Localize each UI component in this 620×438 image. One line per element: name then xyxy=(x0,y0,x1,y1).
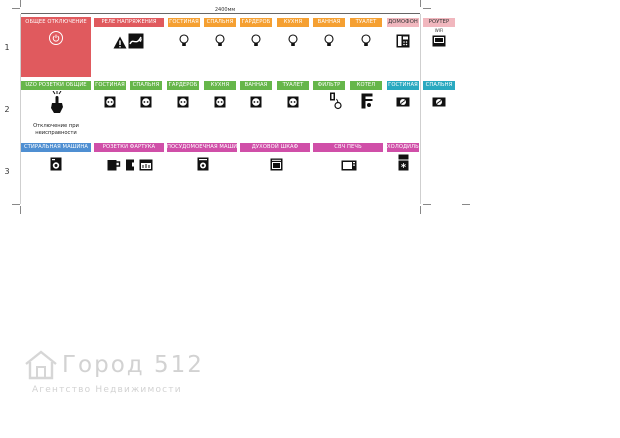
light-bulb-icon xyxy=(248,33,264,49)
intercom-icon xyxy=(395,33,411,49)
router-icon xyxy=(431,33,447,49)
power-socket-icon xyxy=(285,94,301,110)
kettle-icon xyxy=(106,157,122,173)
crop-mark xyxy=(423,8,431,9)
light-bulb-icon xyxy=(321,33,337,49)
microwave-icon xyxy=(341,157,357,173)
crop-mark xyxy=(420,0,421,7)
boiler-icon xyxy=(359,93,375,109)
light-bulb-icon xyxy=(212,33,228,49)
crop-mark xyxy=(423,204,431,205)
dimension-label: 2400мм xyxy=(205,7,245,13)
intercom-label: ДОМОФОН xyxy=(387,18,419,27)
light-bulb-icon xyxy=(176,33,192,49)
panel-frame-right xyxy=(420,14,421,204)
socket-label-bathroom: ВАННАЯ xyxy=(240,81,272,90)
crop-mark xyxy=(12,8,20,9)
light-label-living: ГОСТИНАЯ xyxy=(168,18,200,27)
power-socket-icon xyxy=(102,94,118,110)
oven-icon xyxy=(268,156,284,172)
light-label-bedroom: СПАЛЬНЯ xyxy=(204,18,236,27)
light-bulb-icon xyxy=(285,33,301,49)
dimension-line xyxy=(21,13,420,14)
microwave-label: СВЧ ПЕЧЬ xyxy=(313,143,383,152)
light-label-wardrobe: ГАРДЕРОБ xyxy=(240,18,272,27)
row-number-2: 2 xyxy=(4,105,10,114)
air-conditioner-icon xyxy=(431,94,447,110)
crop-mark xyxy=(12,204,20,205)
fridge-label: ХОЛОДИЛЬНИК xyxy=(387,143,419,152)
crop-mark xyxy=(462,204,470,205)
air-conditioner-icon xyxy=(395,94,411,110)
climate-label-living: ГОСТИНАЯ xyxy=(387,81,419,90)
washer-label: СТИРАЛЬНАЯ МАШИНА xyxy=(21,143,91,152)
socket-label-wardrobe: ГАРДЕРОБ xyxy=(167,81,199,90)
panel-frame-left xyxy=(20,14,21,204)
climate-label-bedroom: СПАЛЬНЯ xyxy=(423,81,455,90)
fridge-icon xyxy=(395,154,411,170)
oven-label: ДУХОВОЙ ШКАФ xyxy=(240,143,310,152)
relay-label: РЕЛЕ НАПРЯЖЕНИЯ xyxy=(94,18,164,27)
power-socket-icon xyxy=(175,94,191,110)
voltage-relay-icon xyxy=(128,33,144,49)
note-fault-shutdown: Отключение при неисправности xyxy=(33,123,79,136)
socket-label-living: ГОСТИНАЯ xyxy=(94,81,126,90)
watermark-house-icon xyxy=(24,350,58,384)
boiler-label: КОТЕЛ xyxy=(350,81,382,90)
coffee-maker-icon xyxy=(122,157,138,173)
power-socket-icon xyxy=(138,94,154,110)
socket-label-kitchen: КУХНЯ xyxy=(204,81,236,90)
light-label-bathroom: ВАННАЯ xyxy=(313,18,345,27)
watermark-tagline: Агентство Недвижимости xyxy=(32,385,182,395)
sockets-all-label: UZO РОЗЕТКИ ОБЩИЕ xyxy=(21,81,91,90)
light-label-kitchen: КУХНЯ xyxy=(277,18,309,27)
crop-mark xyxy=(20,206,21,214)
dishwasher-icon xyxy=(195,156,211,172)
power-socket-icon xyxy=(212,94,228,110)
socket-label-toilet: ТУАЛЕТ xyxy=(277,81,309,90)
multicooker-icon xyxy=(138,157,154,173)
power-icon xyxy=(49,31,63,45)
dishwasher-label: ПОСУДОМОЕЧНАЯ МАШИНА xyxy=(167,143,237,152)
warning-icon xyxy=(112,34,128,50)
filter-label: ФИЛЬТР xyxy=(313,81,345,90)
main-switch-label: ОБЩЕЕ ОТКЛЮЧЕНИЕ xyxy=(25,19,87,25)
power-socket-icon xyxy=(248,94,264,110)
crop-mark xyxy=(20,0,21,7)
crop-mark xyxy=(420,206,421,214)
socket-label-bedroom: СПАЛЬНЯ xyxy=(130,81,162,90)
apron-sockets-label: РОЗЕТКИ ФАРТУКА xyxy=(94,143,164,152)
row-number-3: 3 xyxy=(4,167,10,176)
light-bulb-icon xyxy=(358,33,374,49)
hand-push-icon xyxy=(48,91,66,113)
router-wifi-text: WIFI xyxy=(434,28,444,33)
watermark-brand: Город 512 xyxy=(62,352,204,378)
router-label: РОУТЕР xyxy=(423,18,455,27)
washing-machine-icon xyxy=(48,156,64,172)
row-number-1: 1 xyxy=(4,43,10,52)
water-filter-icon xyxy=(329,92,343,110)
main-switch-block[interactable] xyxy=(21,17,91,77)
light-label-toilet: ТУАЛЕТ xyxy=(350,18,382,27)
